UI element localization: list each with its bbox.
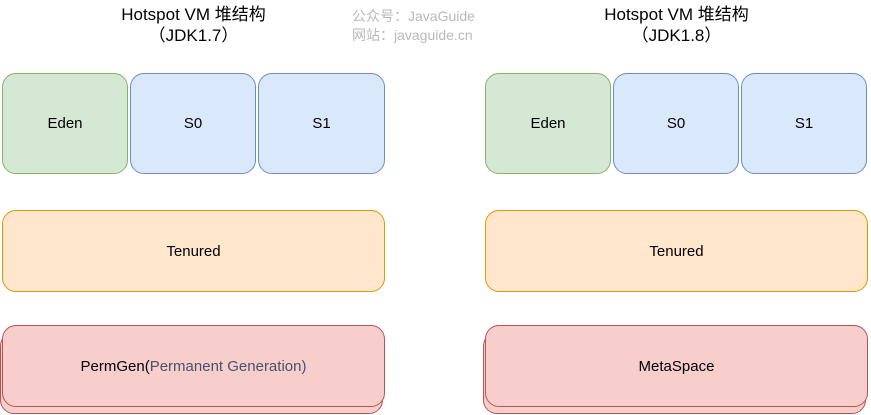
jdk18-s0-box: S0	[613, 73, 739, 174]
jdk17-title-line2: （JDK1.7）	[148, 26, 239, 45]
watermark-line2: 网站：javaguide.cn	[352, 27, 473, 43]
jdk18-metaspace-box: MetaSpace	[485, 325, 868, 407]
jdk18-tenured-label: Tenured	[649, 242, 704, 260]
jdk17-s0-label: S0	[183, 115, 203, 132]
jdk17-tenured-label: Tenured	[166, 242, 221, 260]
jdk17-permgen-label-secondary: Permanent Generation)	[149, 357, 307, 375]
jdk17-title-line1: Hotspot VM 堆结构	[121, 5, 266, 24]
jdk18-title: Hotspot VM 堆结构 （JDK1.8）	[485, 4, 868, 46]
jdk17-permgen-label-main: PermGen(	[80, 357, 150, 375]
jdk18-eden-box: Eden	[485, 73, 611, 174]
jdk17-eden-box: Eden	[2, 73, 128, 174]
jdk18-title-line2: （JDK1.8）	[631, 26, 722, 45]
jdk17-permgen-label: PermGen(Permanent Generation)	[81, 358, 307, 375]
jdk18-s0-label: S0	[666, 115, 686, 132]
jdk18-metaspace-label: MetaSpace	[639, 358, 715, 375]
jdk17-permgen-box: PermGen(Permanent Generation)	[2, 325, 385, 407]
jdk18-title-line1: Hotspot VM 堆结构	[604, 5, 749, 24]
jdk17-s1-box: S1	[258, 73, 385, 174]
jdk17-title: Hotspot VM 堆结构 （JDK1.7）	[2, 4, 385, 46]
jdk18-eden-label: Eden	[530, 115, 566, 132]
jdk18-metaspace-label-main: MetaSpace	[638, 357, 715, 375]
watermark: 公众号：JavaGuide 网站：javaguide.cn	[352, 7, 475, 45]
jdk17-s0-box: S0	[130, 73, 256, 174]
jdk18-s1-box: S1	[741, 73, 867, 174]
watermark-line1: 公众号：JavaGuide	[352, 8, 475, 24]
jdk17-eden-label: Eden	[47, 115, 83, 132]
jdk17-s1-label: S1	[312, 115, 331, 132]
jdk17-tenured-box: Tenured	[2, 210, 385, 292]
jdk18-s1-label: S1	[794, 115, 814, 132]
jdk18-tenured-box: Tenured	[485, 210, 868, 292]
